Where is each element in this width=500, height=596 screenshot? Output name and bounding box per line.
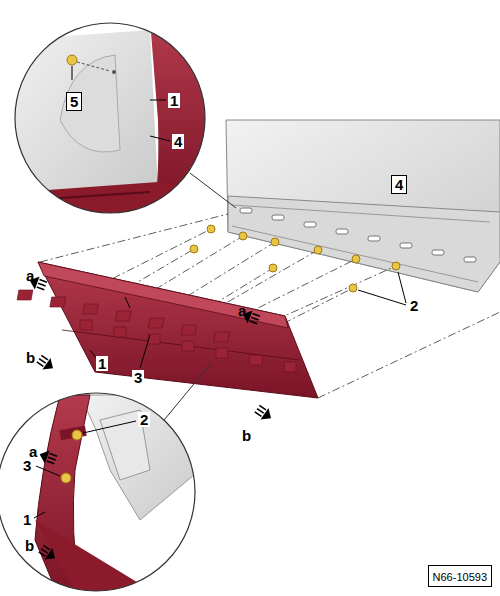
trim-dimple (17, 290, 33, 300)
direction-arrow (35, 353, 57, 374)
direction-letter: a (24, 268, 36, 283)
callout-number: 5 (66, 92, 82, 111)
callout-number: 2 (138, 412, 150, 427)
trim-dimple (181, 325, 197, 335)
trim-dimple (83, 304, 99, 314)
clip (392, 262, 400, 270)
clip (271, 238, 279, 246)
figure-number-box: N66-10593 (428, 565, 492, 587)
direction-arrows (27, 274, 275, 564)
direction-letter: b (240, 428, 253, 443)
clip (239, 232, 247, 240)
flange-slot (368, 236, 380, 241)
flange-slot (400, 243, 412, 248)
clip (352, 255, 360, 263)
trim-dimple (80, 320, 92, 330)
callout-number: 2 (408, 298, 420, 313)
detail-circle-top (10, 20, 236, 215)
direction-arrow (253, 403, 275, 424)
flange-slot (336, 229, 348, 234)
detail-circle-bottom (0, 362, 212, 596)
flange-slot (272, 215, 284, 220)
trim-dimple (250, 355, 262, 365)
callout-number: 4 (391, 175, 407, 194)
clips (190, 225, 400, 292)
flange-slot (464, 257, 476, 262)
trim-dimple (214, 332, 230, 342)
callout-number: 1 (96, 356, 108, 371)
trim-dimple (50, 297, 66, 307)
callout-number: 3 (21, 458, 33, 473)
direction-letter: b (24, 350, 37, 365)
clip (349, 284, 357, 292)
callout-number: 4 (172, 134, 184, 149)
callout-number: 1 (168, 93, 180, 108)
flange-slot (432, 250, 444, 255)
direction-arrow (37, 543, 59, 564)
direction-letter: b (23, 538, 36, 553)
trim-dimple (182, 341, 194, 351)
direction-letter: a (236, 303, 248, 318)
body-panel (226, 120, 500, 292)
figure-number: N66-10593 (433, 571, 487, 583)
sill-trim (17, 262, 318, 398)
direction-letter: a (27, 444, 39, 459)
direction-arrow (37, 448, 58, 467)
trim-dimple (216, 348, 228, 358)
callout-number: 3 (132, 370, 144, 385)
clip (190, 245, 198, 253)
flange-slot (304, 222, 316, 227)
flange-slot (240, 208, 252, 213)
trim-dimple (114, 327, 126, 337)
trim-dimple (284, 362, 296, 372)
trim-dimple (148, 318, 164, 328)
clip (207, 225, 215, 233)
trim-dimple (115, 311, 131, 321)
clip (314, 246, 322, 254)
callout-number: 1 (21, 512, 33, 527)
clip (269, 264, 277, 272)
